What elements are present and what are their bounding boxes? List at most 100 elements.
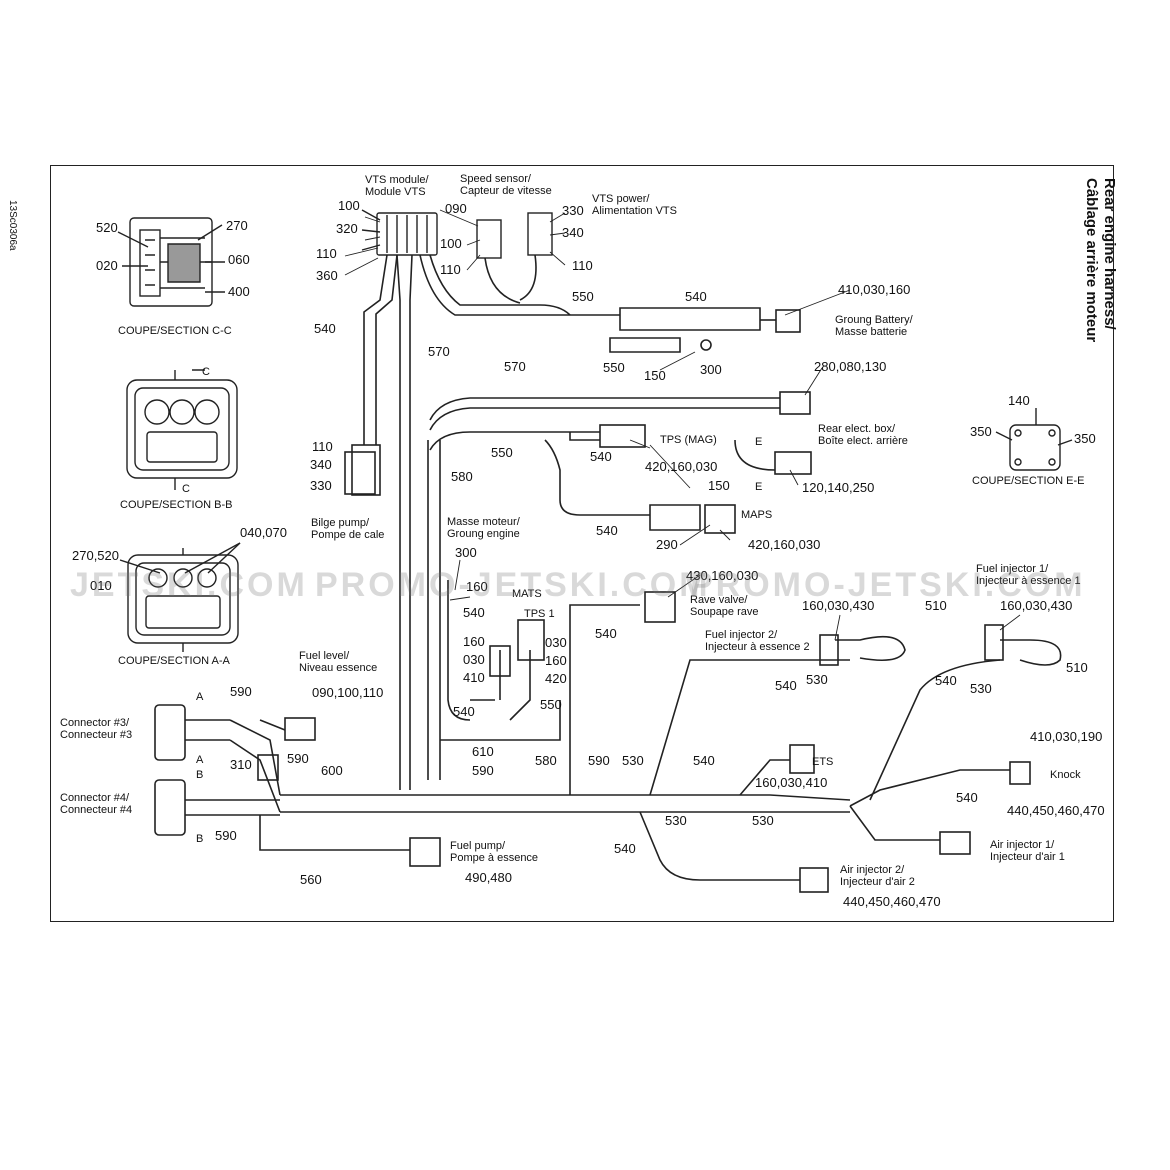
label-fuel-inj2-1: Fuel injector 2/ [705,629,778,641]
ref-580a: 580 [451,469,473,484]
mark-c-bottom: C [182,483,190,495]
ref-610: 610 [472,744,494,759]
ref-020: 020 [96,258,118,273]
ref-550c: 550 [491,445,513,460]
watermark-2: PROMO-JETSKI.COM [315,566,711,604]
harness-trunks [154,254,1062,893]
ref-100a: 100 [338,198,360,213]
ref-410-030-160: 410,030,160 [838,282,910,297]
label-ground-battery-2: Masse batterie [835,326,907,338]
label-conn3-1: Connector #3/ [60,717,130,729]
ref-540k: 540 [956,790,978,805]
ref-270: 270 [226,218,248,233]
label-air-inj1-1: Air injector 1/ [990,839,1055,851]
ref-530c: 530 [622,753,644,768]
ref-360: 360 [316,268,338,283]
ref-310: 310 [230,757,252,772]
ref-420: 420 [545,671,567,686]
ref-570a: 570 [428,344,450,359]
mark-e-bottom: E [755,481,762,493]
ref-040-070: 040,070 [240,525,287,540]
label-knock: Knock [1050,769,1081,781]
ref-090-100-110: 090,100,110 [312,685,383,700]
ref-420-160-030b: 420,160,030 [748,537,820,552]
ref-540i: 540 [935,673,957,688]
label-vts-module-2: Module VTS [365,186,426,198]
mark-b-top: B [196,769,203,781]
section-ee-drawing [995,408,1073,471]
label-air-inj2-2: Injecteur d'air 2 [840,876,915,888]
label-mats: MATS [512,588,542,600]
ref-540g: 540 [453,704,475,719]
label-tps1: TPS 1 [524,608,555,620]
label-bilge-2: Pompe de cale [311,529,384,541]
leader-lines [344,209,1021,641]
ref-550b: 550 [603,360,625,375]
watermark-3: PROMO-JETSKI.COM [690,566,1086,604]
ref-590c: 590 [472,763,494,778]
label-ets: ETS [812,756,833,768]
label-fuel-inj2-2: Injecteur à essence 2 [705,641,810,653]
ref-530e: 530 [752,813,774,828]
ref-350b: 350 [1074,431,1096,446]
ref-090a: 090 [445,201,467,216]
label-vts-power-1: VTS power/ [592,193,650,205]
label-conn4-2: Connecteur #4 [60,804,132,816]
ref-280-080-130: 280,080,130 [814,359,886,374]
label-bilge-1: Bilge pump/ [311,517,370,529]
label-engine-ground-2: Groung engine [447,528,520,540]
ref-030b: 030 [463,652,485,667]
ref-290: 290 [656,537,678,552]
mark-c-top: C [202,366,210,378]
ref-300a: 300 [700,362,722,377]
ref-120-140-250: 120,140,250 [802,480,874,495]
ref-110a: 110 [316,246,337,261]
ref-410-030-190: 410,030,190 [1030,729,1102,744]
ref-540l: 540 [614,841,636,856]
ref-160-030-430b: 160,030,430 [1000,598,1072,613]
label-rave-1: Rave valve/ [690,594,748,606]
ref-270-520: 270,520 [72,548,119,563]
ref-590a: 590 [230,684,252,699]
ref-440-450-460-470b: 440,450,460,470 [843,894,941,909]
ref-160b: 160 [545,653,567,668]
label-maps: MAPS [741,509,772,521]
ref-520: 520 [96,220,118,235]
ref-540b: 540 [314,321,336,336]
ref-510a: 510 [925,598,947,613]
mark-e-top: E [755,436,762,448]
label-conn4-1: Connector #4/ [60,792,130,804]
ref-300b: 300 [455,545,477,560]
ref-150b: 150 [708,478,730,493]
ref-530a: 530 [806,672,828,687]
ref-510b: 510 [1066,660,1088,675]
label-speed-sensor-2: Capteur de vitesse [460,185,552,197]
ref-350a: 350 [970,424,992,439]
ref-540e: 540 [463,605,485,620]
vts-connectors-drawing [361,209,553,259]
ref-590e: 590 [215,828,237,843]
section-bb-drawing [126,369,238,490]
ref-580b: 580 [535,753,557,768]
ref-600: 600 [321,763,343,778]
section-cc-label: COUPE/SECTION C-C [118,325,232,337]
ref-590d: 590 [588,753,610,768]
ref-410: 410 [463,670,485,685]
label-fuel-level-1: Fuel level/ [299,650,350,662]
mark-a-bottom: A [196,754,204,766]
label-engine-ground-1: Masse moteur/ [447,516,521,528]
mark-a-top: A [196,691,204,703]
ref-430-160-030: 430,160,030 [686,568,758,583]
label-tps-mag: TPS (MAG) [660,434,717,446]
ref-010: 010 [90,578,112,593]
ref-320: 320 [336,221,358,236]
ref-550a: 550 [572,289,594,304]
label-air-inj1-2: Injecteur d'air 1 [990,851,1065,863]
ref-140: 140 [1008,393,1030,408]
ref-530b: 530 [970,681,992,696]
label-rear-box-2: Boîte elect. arrière [818,435,908,447]
label-fuel-pump-2: Pompe à essence [450,852,538,864]
label-rear-box-1: Rear elect. box/ [818,423,896,435]
label-conn3-2: Connecteur #3 [60,729,132,741]
